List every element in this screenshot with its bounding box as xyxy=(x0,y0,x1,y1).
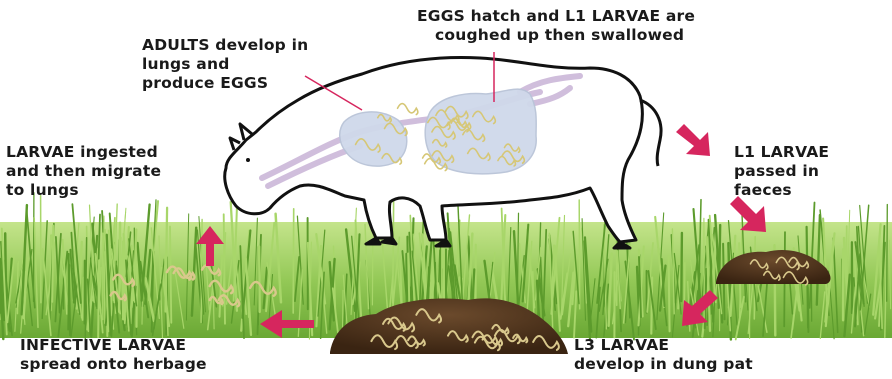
grass-blade xyxy=(669,256,670,331)
label-adults: ADULTS develop in lungs and produce EGGS xyxy=(142,36,308,93)
grass-blade xyxy=(259,247,260,312)
label-larvae-ingested: LARVAE ingested and then migrate to lung… xyxy=(6,143,161,200)
grass-blade xyxy=(408,253,409,309)
label-eggs-hatch: EGGS hatch and L1 LARVAE are coughed up … xyxy=(417,7,695,45)
arrow-down-right xyxy=(676,124,710,156)
label-l1-larvae: L1 LARVAE passed in faeces xyxy=(734,143,829,200)
grass-blade xyxy=(68,265,69,330)
grass-blade xyxy=(52,226,53,302)
grass-blade xyxy=(170,227,171,323)
grass-blade xyxy=(201,220,202,323)
grass-blade xyxy=(83,278,84,320)
grass-blade xyxy=(393,195,394,303)
grass-blade xyxy=(887,205,888,302)
label-infective-larvae: INFECTIVE LARVAE spread onto herbage xyxy=(20,336,207,374)
grass-blade xyxy=(579,200,580,309)
grass-blade xyxy=(808,287,809,332)
label-l3-larvae: L3 LARVAE develop in dung pat xyxy=(574,336,753,374)
grass-blade xyxy=(224,214,225,323)
grass-blade xyxy=(293,209,294,313)
grass-blade xyxy=(681,233,682,301)
